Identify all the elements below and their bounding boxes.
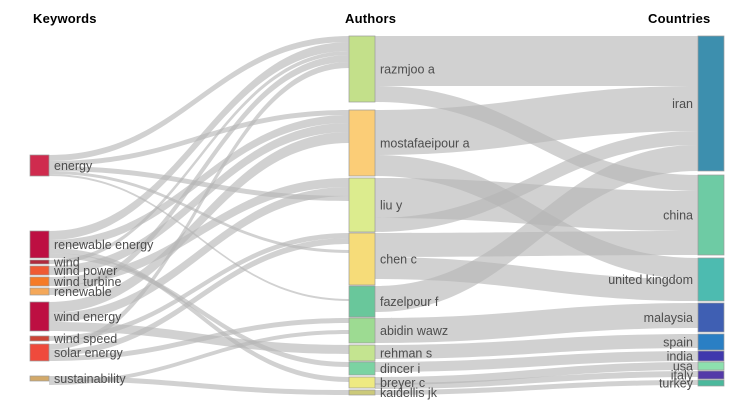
sankey-link <box>49 51 349 264</box>
sankey-link <box>49 238 349 356</box>
sankey-node-label: abidin wawz <box>380 324 448 338</box>
sankey-link <box>375 145 698 312</box>
sankey-link <box>49 318 349 361</box>
sankey-node-label: mostafaeipour a <box>380 137 470 151</box>
sankey-node-label: kaidellis jk <box>380 386 438 400</box>
sankey-link <box>375 231 698 257</box>
sankey-link <box>49 123 349 275</box>
sankey-node-author-6[interactable] <box>348 344 376 362</box>
sankey-node-keyword-5[interactable] <box>29 287 50 296</box>
sankey-node-label: wind turbine <box>53 275 121 289</box>
sankey-link <box>49 42 349 240</box>
sankey-link <box>49 62 349 350</box>
sankey-node-label: united kingdom <box>608 273 693 287</box>
sankey-node-author-8[interactable] <box>348 376 376 389</box>
sankey-link <box>49 330 349 385</box>
sankey-link <box>49 171 349 253</box>
sankey-node-label: china <box>663 209 693 223</box>
sankey-node-label: renewable <box>54 285 112 299</box>
sankey-node-label: wind <box>53 256 80 270</box>
sankey-node-label: energy <box>54 159 93 173</box>
sankey-link <box>375 351 698 372</box>
sankey-node-countrie-3[interactable] <box>697 302 725 333</box>
sankey-node-author-0[interactable] <box>348 35 376 103</box>
sankey-node-label: wind power <box>53 264 117 278</box>
sankey-link <box>49 233 349 341</box>
sankey-node-label: dincer i <box>380 362 420 376</box>
sankey-node-label: wind speed <box>53 332 117 346</box>
sankey-link <box>49 248 349 382</box>
sankey-node-keyword-0[interactable] <box>29 154 50 177</box>
sankey-link <box>49 55 349 295</box>
sankey-links-layer <box>49 36 698 395</box>
sankey-node-countrie-5[interactable] <box>697 350 725 362</box>
sankey-node-author-2[interactable] <box>348 177 376 233</box>
sankey-node-keyword-4[interactable] <box>29 276 50 287</box>
sankey-node-countrie-4[interactable] <box>697 333 725 351</box>
sankey-nodes-layer <box>29 35 725 396</box>
sankey-link <box>49 376 349 395</box>
sankey-node-label: razmjoo a <box>380 63 435 77</box>
sankey-node-label: malaysia <box>644 311 693 325</box>
sankey-node-author-7[interactable] <box>348 361 376 376</box>
sankey-link <box>49 253 349 367</box>
sankey-node-label: breyer c <box>380 376 425 390</box>
sankey-link <box>375 371 698 389</box>
sankey-node-countrie-6[interactable] <box>697 361 725 371</box>
sankey-node-keyword-9[interactable] <box>29 375 50 382</box>
sankey-link <box>375 303 698 343</box>
sankey-link <box>375 334 698 359</box>
sankey-node-keyword-2[interactable] <box>29 259 50 265</box>
sankey-node-label: liu y <box>380 199 403 213</box>
sankey-link <box>49 115 349 248</box>
sankey-node-label: chen c <box>380 253 417 267</box>
sankey-node-keyword-7[interactable] <box>29 335 50 342</box>
column-header-authors: Authors <box>345 11 397 26</box>
sankey-node-author-3[interactable] <box>348 232 376 286</box>
sankey-node-label: iran <box>672 97 693 111</box>
sankey-node-countrie-2[interactable] <box>697 257 725 302</box>
sankey-node-countrie-1[interactable] <box>697 174 725 256</box>
sankey-node-keyword-1[interactable] <box>29 230 50 259</box>
sankey-node-countrie-8[interactable] <box>697 379 725 387</box>
column-header-keywords: Keywords <box>33 11 97 26</box>
sankey-node-keyword-3[interactable] <box>29 265 50 276</box>
sankey-link <box>375 380 698 395</box>
sankey-node-label: solar energy <box>54 346 124 360</box>
sankey-node-label: renewable energy <box>54 238 154 252</box>
sankey-link <box>375 36 698 86</box>
sankey-node-countrie-7[interactable] <box>697 370 725 380</box>
sankey-node-label: fazelpour f <box>380 295 439 309</box>
sankey-node-label: usa <box>673 360 693 374</box>
sankey-node-label: sustainability <box>54 372 126 386</box>
sankey-node-author-9[interactable] <box>348 389 376 396</box>
sankey-link <box>375 362 698 385</box>
sankey-link <box>375 86 698 155</box>
column-header-countries: Countries <box>648 11 711 26</box>
sankey-node-countrie-0[interactable] <box>697 35 725 172</box>
sankey-link <box>49 178 349 286</box>
sankey-link <box>49 132 349 313</box>
sankey-node-label: italy <box>671 369 694 383</box>
sankey-link <box>375 131 698 232</box>
sankey-node-author-5[interactable] <box>348 317 376 344</box>
sankey-node-label: rehman s <box>380 347 432 361</box>
sankey-link <box>49 36 349 161</box>
sankey-node-label: spain <box>663 336 693 350</box>
sankey-node-label: turkey <box>659 377 694 391</box>
sankey-link <box>49 174 349 301</box>
sankey-node-author-1[interactable] <box>348 109 376 177</box>
sankey-node-keyword-6[interactable] <box>29 301 50 332</box>
sankey-link <box>49 187 349 322</box>
sankey-node-label: india <box>667 350 693 364</box>
sankey-node-label: wind energy <box>53 310 122 324</box>
sankey-node-author-4[interactable] <box>348 285 376 318</box>
sankey-node-keyword-8[interactable] <box>29 343 50 362</box>
sankey-link <box>375 257 698 301</box>
